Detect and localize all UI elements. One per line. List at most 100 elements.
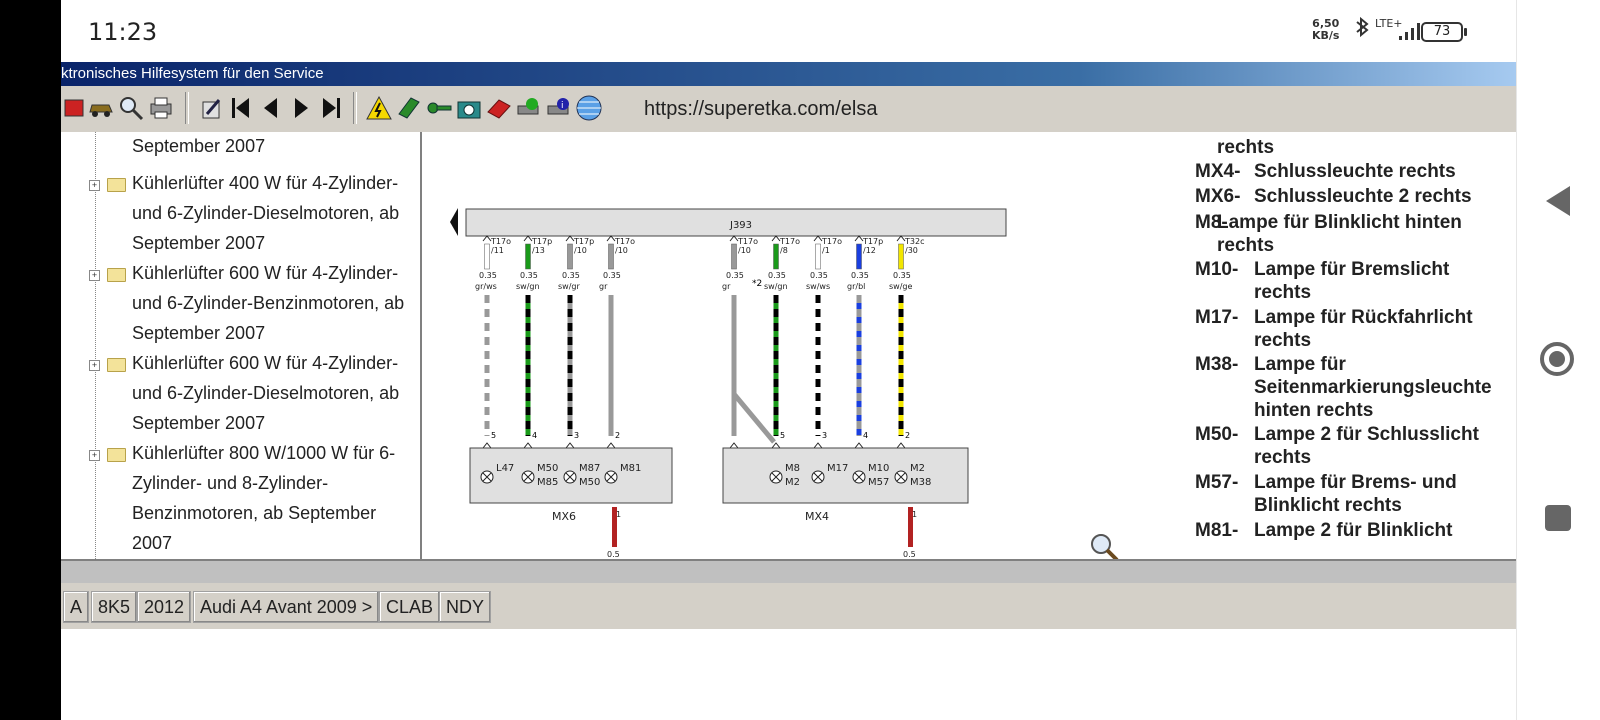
wire-size: 0.35 — [851, 271, 869, 280]
url-text[interactable]: https://superetka.com/elsa — [644, 98, 878, 120]
tree-line — [95, 132, 96, 559]
chip-year[interactable]: 2012 — [137, 591, 192, 623]
legend-text: Lampe 2 für Blinklicht — [1254, 520, 1453, 541]
connector-pin-number: 4 — [532, 431, 537, 440]
wire-segment — [525, 243, 531, 270]
vehicle-info-bar: A 8K5 2012 Audi A4 Avant 2009 > CLAB NDY — [61, 583, 1516, 629]
network-speed: 6,50 KB/s — [1312, 18, 1339, 42]
warning-icon[interactable] — [365, 94, 393, 122]
globe-icon[interactable] — [575, 94, 603, 122]
battery-indicator: 73 — [1421, 22, 1467, 42]
connector-pin-number: 3 — [574, 431, 579, 440]
wire-pin-label: T17o — [821, 237, 842, 246]
wire-pin-label: T17o — [490, 237, 511, 246]
lamp-cross — [813, 472, 823, 482]
wire-arrow — [523, 235, 533, 242]
status-icons: LTE+ — [1349, 16, 1459, 51]
legend-text: Lampe für Blinklicht hinten rechts — [1217, 212, 1462, 256]
lamp-cross — [482, 472, 492, 482]
zoom-icon[interactable] — [1089, 532, 1121, 569]
legend-code: M10- — [1195, 259, 1239, 280]
lamp-cross — [854, 472, 864, 482]
edit-icon[interactable] — [197, 94, 225, 122]
tree-item-label[interactable]: Kühlerlüfter 600 W für 4-Zylinder- und 6… — [132, 353, 400, 433]
print-icon[interactable] — [147, 94, 175, 122]
home-icon[interactable] — [1540, 342, 1574, 376]
connector-arrow — [771, 442, 781, 449]
wire-size: 0.35 — [768, 271, 786, 280]
tree-item-label[interactable]: Kühlerlüfter 600 W für 4-Zylinder- und 6… — [132, 263, 405, 343]
connector-pin-number: 2 — [615, 431, 620, 440]
wire-pin-number: /10 — [738, 246, 751, 255]
expand-icon[interactable]: + — [89, 180, 100, 191]
wire-pin-label: T17o — [737, 237, 758, 246]
connector-arrow — [854, 442, 864, 449]
camera-icon[interactable] — [455, 94, 483, 122]
tree-item-continued[interactable]: September 2007 — [132, 136, 266, 156]
chip-model-code[interactable]: 8K5 — [91, 591, 138, 623]
legend-text: Lampe für Brems- und Blinklicht rechts — [1254, 472, 1457, 516]
wire-pin-number: /30 — [905, 246, 918, 255]
wire-pin-number: /10 — [574, 246, 587, 255]
next-page-icon[interactable] — [287, 94, 315, 122]
lamp-cross — [896, 472, 906, 482]
toolbar-partial-icon[interactable] — [61, 94, 89, 122]
horizontal-scrollbar[interactable] — [61, 559, 1516, 585]
chip-brand[interactable]: A — [63, 591, 90, 623]
info-icon[interactable]: i — [545, 94, 573, 122]
folder-icon — [107, 268, 126, 282]
lamp-label: M2 — [910, 463, 925, 474]
svg-text:i: i — [561, 101, 564, 111]
android-nav-bar — [1516, 0, 1600, 720]
lamp-label: M17 — [827, 463, 848, 474]
wire-segment — [856, 243, 862, 270]
wire-segment — [815, 243, 821, 270]
wire-segment — [608, 243, 614, 270]
network-speed-value: 6,50 — [1312, 17, 1340, 30]
expand-icon[interactable]: + — [89, 360, 100, 371]
search-icon[interactable] — [117, 94, 145, 122]
book-green-icon[interactable] — [395, 94, 423, 122]
key-icon[interactable] — [425, 94, 453, 122]
lamp-label: M50 — [537, 463, 558, 474]
wire-size: 0.35 — [726, 271, 744, 280]
chip-engine[interactable]: CLAB — [379, 591, 441, 623]
back-icon[interactable] — [1546, 186, 1570, 216]
expand-icon[interactable]: + — [89, 270, 100, 281]
lamp-cross — [771, 472, 781, 482]
legend-text: Lampe für Rückfahrlicht rechts — [1254, 307, 1473, 351]
previous-page-icon[interactable] — [257, 94, 285, 122]
chip-model-name[interactable]: Audi A4 Avant 2009 > — [193, 591, 380, 623]
wire-segment — [567, 243, 573, 270]
lamp-label: M85 — [537, 477, 558, 488]
chip-gearbox[interactable]: NDY — [439, 591, 492, 623]
legend-text: Lampe für Bremslicht rechts — [1254, 259, 1450, 303]
wire-pin-number: /12 — [863, 246, 876, 255]
document-tree: September 2007 + Kühlerlüfter 400 W für … — [61, 132, 422, 559]
wire-size: 0.35 — [810, 271, 828, 280]
wire-marker: *2 — [752, 279, 762, 289]
wire-size: 0.35 — [893, 271, 911, 280]
vehicle-green-icon[interactable] — [515, 94, 543, 122]
wire-pin-number: /10 — [615, 246, 628, 255]
connector-pin-number: 2 — [905, 431, 910, 440]
folder-icon — [107, 448, 126, 462]
car-icon[interactable] — [87, 94, 115, 122]
legend-text: Schlussleuchte 2 rechts — [1254, 186, 1472, 207]
tree-item-label[interactable]: Kühlerlüfter 800 W/1000 W für 6-Zylinder… — [132, 443, 396, 553]
expand-icon[interactable]: + — [89, 450, 100, 461]
recent-apps-icon[interactable] — [1545, 505, 1571, 531]
legend-code: MX6- — [1195, 186, 1241, 207]
wire-color-code: sw/ws — [806, 282, 830, 291]
legend-text: Lampe 2 für Schlusslicht rechts — [1254, 424, 1479, 468]
legend-code: M8- — [1195, 212, 1228, 233]
wire-segment — [484, 243, 490, 270]
wire-color-code: sw/ge — [889, 282, 912, 291]
tree-item-label[interactable]: Kühlerlüfter 400 W für 4-Zylinder- und 6… — [132, 173, 400, 253]
first-page-icon[interactable] — [227, 94, 255, 122]
last-page-icon[interactable] — [317, 94, 345, 122]
lamp-label: M87 — [579, 463, 600, 474]
legend-text: Schlussleuchte rechts — [1254, 161, 1456, 182]
manual-red-icon[interactable] — [485, 94, 513, 122]
